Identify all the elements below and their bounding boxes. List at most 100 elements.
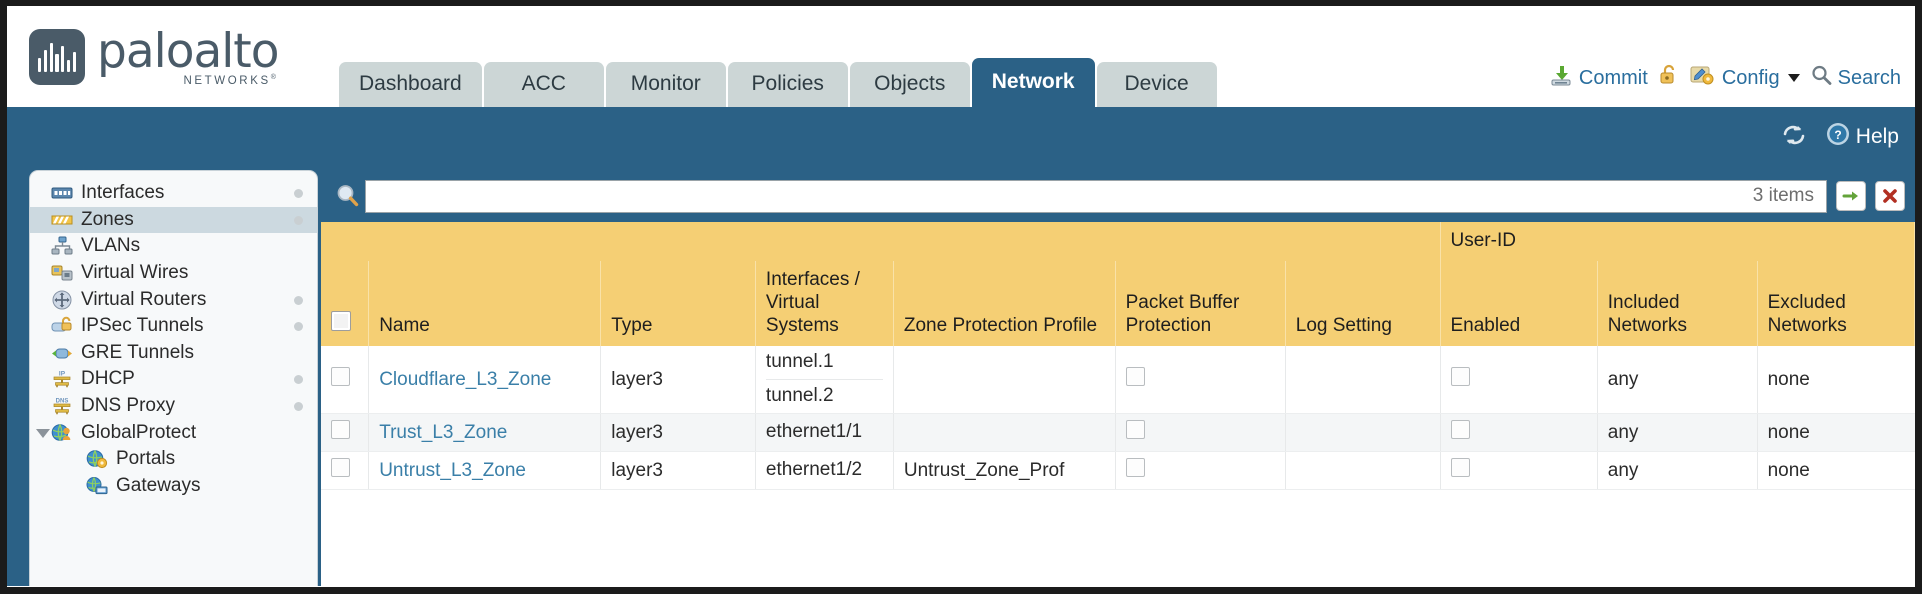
sidebar-item-label: GRE Tunnels (81, 341, 194, 363)
row-select-cell (321, 346, 370, 414)
cell-included-networks: any (1597, 413, 1758, 452)
tab-monitor[interactable]: Monitor (605, 62, 726, 107)
brand-name: paloalto (97, 24, 279, 79)
search-button[interactable]: Search (1810, 64, 1901, 92)
select-all-checkbox[interactable] (331, 311, 351, 331)
help-button[interactable]: ? Help (1825, 121, 1899, 153)
gateways-icon (86, 476, 108, 496)
virtual-wires-icon (51, 263, 73, 283)
column-header-enabled[interactable]: Enabled (1440, 261, 1598, 346)
zone-name-link[interactable]: Trust_L3_Zone (379, 421, 508, 443)
zone-name-link[interactable]: Cloudflare_L3_Zone (379, 368, 552, 390)
column-header-packet-buffer-protection[interactable]: Packet Buffer Protection (1115, 261, 1286, 346)
refresh-icon[interactable] (1780, 123, 1808, 152)
tab-acc[interactable]: ACC (483, 62, 604, 107)
column-header-interfaces-virtual-systems[interactable]: Interfaces / Virtual Systems (755, 261, 894, 346)
globalprotect-icon (51, 423, 73, 443)
table-row[interactable]: Cloudflare_L3_Zone layer3 tunnel.1 tunnel.2… (321, 346, 1915, 414)
sidebar-item-status-dot (294, 189, 303, 199)
interface-entry: tunnel.1 (765, 346, 883, 380)
gre-tunnels-icon (51, 343, 73, 363)
sidebar-item-zones[interactable]: Zones (30, 206, 317, 234)
zones-icon (51, 210, 73, 230)
column-header-name[interactable]: Name (368, 261, 602, 346)
brand-logo[interactable]: paloalto NETWORKS® (29, 28, 279, 87)
filter-search-icon[interactable] (331, 183, 365, 209)
sidebar-item-globalprotect[interactable]: GlobalProtect (30, 419, 317, 446)
sidebar-item-interfaces[interactable]: Interfaces (30, 180, 317, 207)
sidebar-item-gre-tunnels[interactable]: GRE Tunnels (30, 340, 317, 367)
filter-bar: 3 items (321, 170, 1915, 222)
sub-header-bar: ? Help (7, 107, 1915, 170)
tab-network[interactable]: Network (971, 58, 1095, 107)
userid-enabled-checkbox[interactable] (1450, 420, 1470, 439)
sidebar-item-virtual-wires[interactable]: Virtual Wires (30, 260, 317, 287)
column-header-type[interactable]: Type (600, 261, 756, 346)
cell-type: layer3 (600, 346, 756, 414)
packet-buffer-protection-checkbox[interactable] (1125, 458, 1145, 477)
config-menu[interactable]: Config (1690, 63, 1800, 93)
tab-objects[interactable]: Objects (849, 62, 970, 107)
search-icon (1810, 64, 1832, 92)
column-header-excluded-networks[interactable]: Excluded Networks (1757, 261, 1915, 346)
sidebar-item-label: GlobalProtect (81, 421, 197, 443)
clear-filter-button[interactable] (1875, 181, 1905, 211)
config-icon (1690, 63, 1716, 93)
column-header-log-setting[interactable]: Log Setting (1285, 261, 1441, 346)
cell-userid-enabled (1440, 451, 1598, 490)
userid-enabled-checkbox[interactable] (1450, 458, 1470, 477)
sidebar-item-label: DNS Proxy (81, 395, 175, 417)
virtual-routers-icon (51, 290, 73, 310)
cell-interfaces: ethernet1/2 (755, 451, 894, 490)
commit-icon (1549, 63, 1573, 93)
commit-button[interactable]: Commit (1549, 63, 1648, 93)
search-input[interactable] (374, 185, 1753, 207)
row-checkbox[interactable] (331, 367, 350, 386)
tab-device[interactable]: Device (1096, 62, 1217, 107)
sidebar-item-label: Virtual Routers (81, 288, 207, 310)
tab-dashboard[interactable]: Dashboard (339, 62, 482, 107)
tab-policies[interactable]: Policies (727, 62, 848, 107)
help-icon: ? (1825, 121, 1851, 153)
zone-name-link[interactable]: Untrust_L3_Zone (379, 459, 527, 481)
portals-icon (86, 449, 108, 469)
interface-entry: tunnel.2 (765, 385, 834, 406)
sidebar-item-gateways[interactable]: Gateways (30, 473, 317, 500)
cell-zone-protection-profile (893, 346, 1116, 414)
cell-zone-protection-profile (893, 413, 1116, 452)
filter-input-wrap: 3 items (365, 179, 1827, 213)
column-header-zone-protection-profile[interactable]: Zone Protection Profile (893, 261, 1116, 346)
packet-buffer-protection-checkbox[interactable] (1125, 367, 1145, 386)
row-checkbox[interactable] (331, 458, 350, 477)
expand-collapse-triangle-icon[interactable] (36, 428, 50, 438)
sidebar-item-ipsec-tunnels[interactable]: IPSec Tunnels (30, 313, 317, 340)
apply-filter-button[interactable] (1836, 181, 1866, 211)
sidebar-item-label: VLANs (81, 235, 141, 257)
cell-userid-enabled (1440, 346, 1598, 414)
chevron-down-icon (1787, 74, 1800, 82)
userid-enabled-checkbox[interactable] (1450, 367, 1470, 386)
cell-userid-enabled (1440, 413, 1598, 452)
row-select-cell (321, 413, 370, 452)
cell-log-setting (1285, 413, 1441, 452)
sidebar-item-portals[interactable]: Portals (30, 446, 317, 473)
item-count-label: 3 items (1752, 185, 1814, 206)
column-header-included-networks[interactable]: Included Networks (1597, 261, 1758, 346)
cell-type: layer3 (600, 413, 756, 452)
row-checkbox[interactable] (331, 420, 350, 439)
zones-table-body: Cloudflare_L3_Zone layer3 tunnel.1 tunnel.2… (321, 346, 1915, 490)
cell-log-setting (1285, 346, 1441, 414)
lock-button[interactable] (1658, 63, 1680, 93)
packet-buffer-protection-checkbox[interactable] (1125, 420, 1145, 439)
sidebar-item-vlans[interactable]: VLANs (30, 233, 317, 260)
sidebar-item-virtual-routers[interactable]: Virtual Routers (30, 286, 317, 313)
